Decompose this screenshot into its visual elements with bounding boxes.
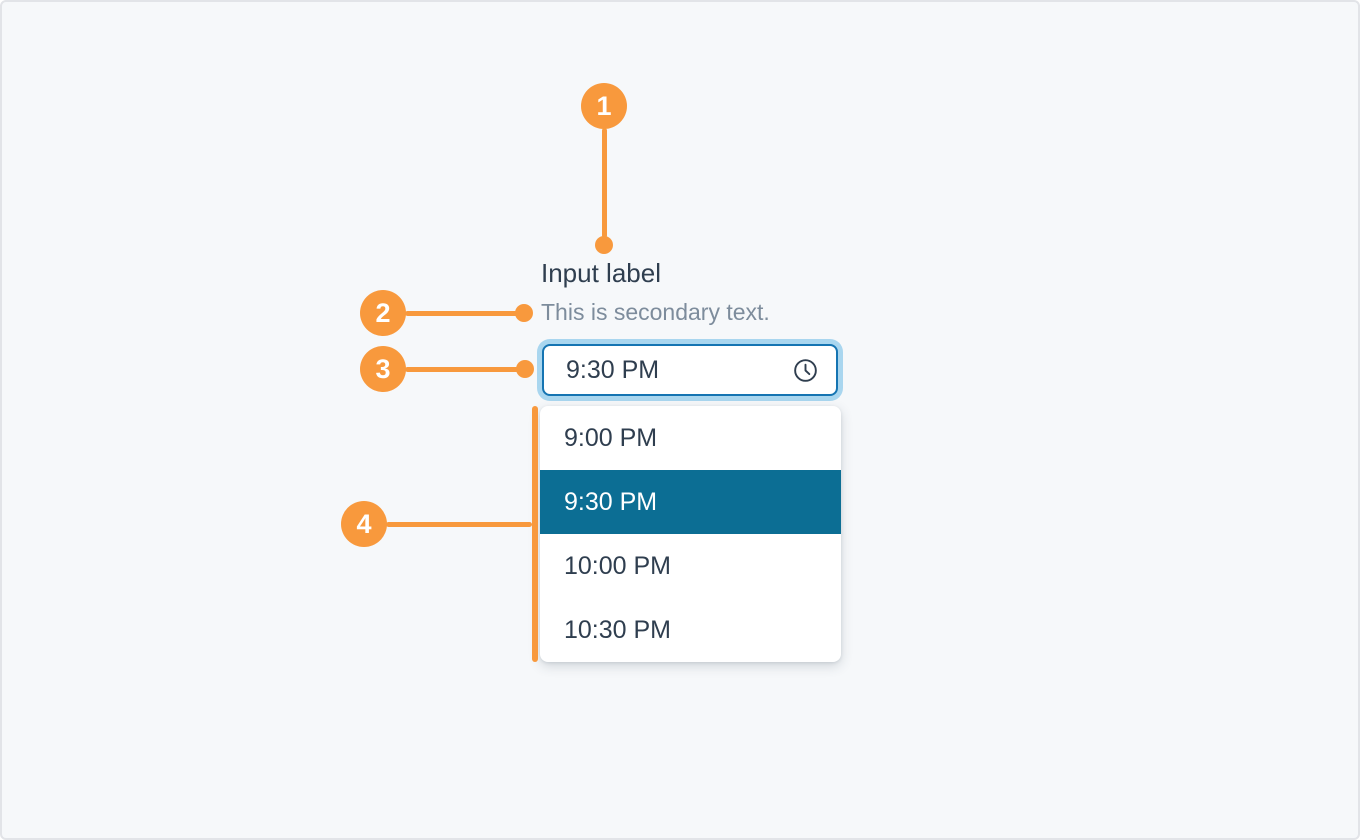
- clock-icon[interactable]: [792, 357, 819, 384]
- annotation-marker-1: 1: [581, 83, 627, 129]
- marker-4-connector-line: [386, 522, 532, 527]
- dropdown-option-9-00-pm[interactable]: 9:00 PM: [564, 423, 658, 452]
- annotation-marker-3: 3: [360, 346, 406, 392]
- dropdown-option-10-00-pm[interactable]: 10:00 PM: [564, 551, 672, 580]
- time-input-value[interactable]: 9:30 PM: [566, 355, 660, 384]
- secondary-text: This is secondary text.: [541, 299, 770, 325]
- dropdown-option-9-30-pm[interactable]: 9:30 PM: [540, 470, 841, 534]
- time-dropdown-list: 9:00 PM 9:30 PM 10:00 PM 10:30 PM: [540, 406, 841, 662]
- annotation-marker-2: 2: [360, 290, 406, 336]
- marker-1-connector-dot: [595, 236, 613, 254]
- dropdown-option-10-30-pm[interactable]: 10:30 PM: [564, 615, 672, 644]
- marker-3-connector-line: [405, 367, 524, 372]
- marker-4-bracket-line: [532, 406, 538, 662]
- marker-3-connector-dot: [516, 360, 534, 378]
- annotation-marker-4: 4: [341, 501, 387, 547]
- input-label: Input label: [541, 258, 661, 288]
- marker-2-connector-line: [405, 311, 524, 316]
- marker-1-connector-line: [602, 128, 607, 238]
- time-input[interactable]: 9:30 PM: [542, 344, 838, 396]
- marker-2-connector-dot: [515, 304, 533, 322]
